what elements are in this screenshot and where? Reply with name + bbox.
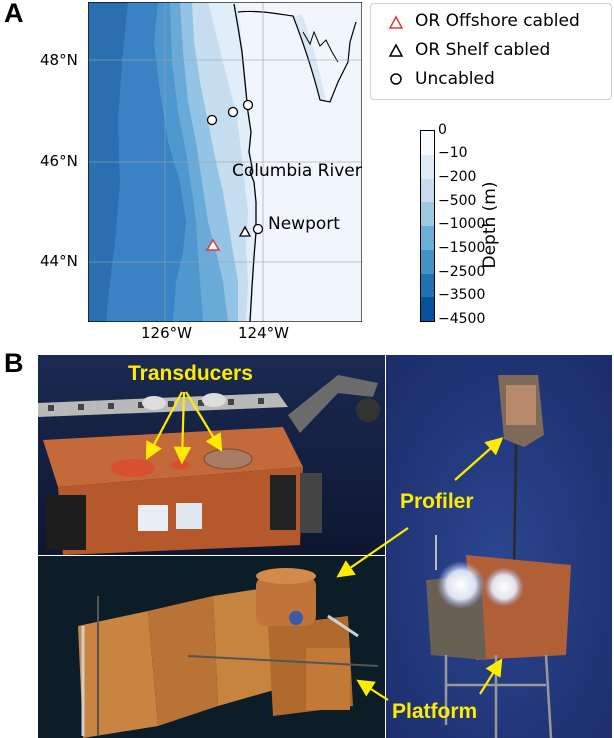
bathymetry-map — [88, 2, 362, 322]
colorbar-segment — [421, 249, 434, 274]
inner-waters — [293, 14, 326, 102]
lat-tick-46: 46°N — [40, 152, 78, 170]
colorbar-segment — [421, 297, 434, 321]
legend-marker-offshore-icon — [388, 15, 404, 29]
arrow-platform-up — [479, 658, 503, 695]
colorbar-tick: −200 — [438, 169, 477, 185]
colorbar-tick: −1000 — [438, 216, 486, 232]
coastline — [233, 3, 257, 322]
lat-tick-44: 44°N — [40, 252, 78, 270]
arrow-profiler-left — [336, 527, 409, 578]
colorbar-tick: −2500 — [438, 264, 486, 280]
lat-tick-48: 48°N — [40, 51, 78, 69]
arrow-transducer-3 — [185, 391, 223, 452]
annotation-platform: Platform — [392, 700, 478, 723]
uncabled-site-marker — [206, 114, 218, 126]
colorbar-segment — [421, 154, 434, 179]
colorbar-tick: −4500 — [438, 311, 486, 327]
colorbar-tick: −1500 — [438, 240, 486, 256]
platform-photo — [38, 556, 385, 738]
legend-label-shelf: OR Shelf cabled — [415, 40, 551, 60]
arrow-platform-left — [356, 679, 389, 701]
lon-tick-124: 124°W — [238, 324, 289, 342]
colorbar-segment — [421, 178, 434, 203]
legend-label-uncabled: Uncabled — [415, 69, 495, 89]
arrow-profiler-up — [454, 437, 504, 481]
legend-marker-shelf-icon — [388, 43, 404, 57]
arrow-transducer-1 — [145, 391, 183, 460]
offshore-cabled-marker — [205, 238, 221, 251]
place-label-newport: Newport — [268, 214, 340, 234]
place-label-columbia-river: Columbia River — [232, 161, 362, 181]
arrow-transducer-2 — [173, 391, 192, 465]
annotation-profiler: Profiler — [400, 490, 474, 513]
colorbar-tick: 0 — [438, 122, 447, 138]
colorbar-segment — [421, 273, 434, 298]
uncabled-site-marker — [227, 106, 239, 118]
colorbar-tick: −500 — [438, 193, 477, 209]
colorbar-segment — [421, 226, 434, 250]
colorbar-segment — [421, 202, 434, 226]
lon-tick-126: 126°W — [141, 324, 192, 342]
annotation-transducers: Transducers — [128, 362, 253, 385]
depth-colorbar — [420, 130, 435, 322]
shelf-cabled-marker — [238, 225, 252, 237]
colorbar-tick: −3500 — [438, 287, 486, 303]
uncabled-site-marker — [242, 99, 254, 111]
map-legend — [370, 3, 612, 100]
panel-a-label: A — [4, 0, 24, 28]
legend-marker-uncabled-icon — [390, 73, 402, 85]
transducer-photo — [38, 355, 385, 555]
legend-label-offshore: OR Offshore cabled — [415, 11, 580, 31]
coastline-north — [237, 10, 357, 103]
uncabled-site-marker — [252, 223, 264, 235]
colorbar-tick: −10 — [438, 145, 468, 161]
colorbar-segment — [421, 131, 434, 155]
panel-b-label: B — [4, 348, 24, 378]
